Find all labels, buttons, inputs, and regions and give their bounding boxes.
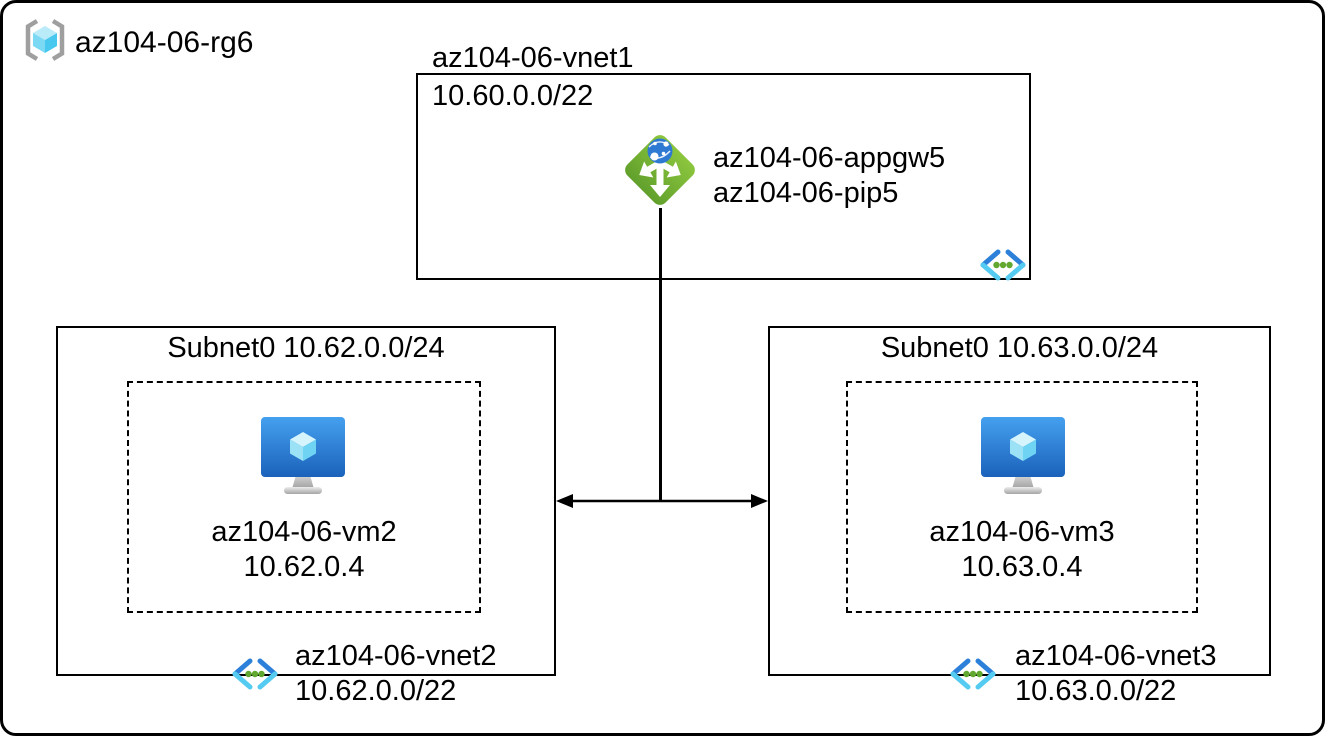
vnet2-name-label: az104-06-vnet2 <box>295 640 497 672</box>
appgw-name-label: az104-06-appgw5 <box>713 142 946 174</box>
vm3-ip-label: 10.63.0.4 <box>961 551 1083 583</box>
virtual-network-icon <box>232 658 278 690</box>
subnet-right-dashed-box <box>846 381 1198 613</box>
resource-group-icon <box>25 19 65 61</box>
vnet-peering-arrow <box>556 494 768 508</box>
subnet-left-dashed-box <box>127 381 481 613</box>
subnet-left-title: Subnet0 10.62.0.0/24 <box>167 332 445 364</box>
vm2-ip-label: 10.62.0.4 <box>243 551 365 583</box>
virtual-machine-icon <box>981 417 1065 494</box>
vnet2-box <box>56 326 556 676</box>
vnet1-cidr-label: 10.60.0.0/22 <box>432 80 594 112</box>
vm3-name-label: az104-06-vm3 <box>929 516 1115 548</box>
vnet1-box <box>416 73 1031 280</box>
vnet3-cidr-label: 10.63.0.0/22 <box>1015 675 1177 707</box>
subnet-right-title: Subnet0 10.63.0.0/24 <box>880 332 1159 364</box>
vnet2-cidr-label: 10.62.0.0/22 <box>295 675 457 707</box>
vnet1-name-label: az104-06-vnet1 <box>432 42 634 74</box>
virtual-network-icon <box>980 249 1026 281</box>
resource-group-label: az104-06-rg6 <box>75 26 254 59</box>
virtual-network-icon <box>950 658 996 690</box>
vnet3-box <box>768 326 1271 676</box>
vm2-name-label: az104-06-vm2 <box>211 516 397 548</box>
vnet3-name-label: az104-06-vnet3 <box>1015 640 1217 672</box>
appgw-to-peering-connector <box>658 208 662 502</box>
pip-name-label: az104-06-pip5 <box>713 177 899 209</box>
application-gateway-icon <box>625 135 695 205</box>
virtual-machine-icon <box>261 417 345 494</box>
